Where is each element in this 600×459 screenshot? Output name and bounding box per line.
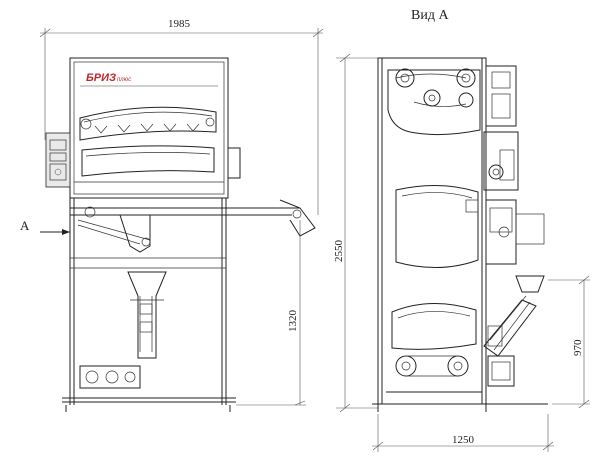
dimension-outlet-height: 970: [572, 339, 584, 356]
height-dimension: 2550: [333, 53, 378, 413]
brand-logo: БРИЗ: [86, 72, 116, 84]
view-arrow-label: А: [20, 218, 30, 233]
dimension-total-height: 2550: [333, 240, 345, 263]
brand-suffix: плюс: [117, 77, 131, 83]
dimension-total-width: 1985: [168, 18, 191, 30]
front-view: 1985 БРИЗ плюс: [20, 18, 324, 412]
side-view: Вид А: [372, 8, 590, 452]
view-title: Вид А: [411, 8, 449, 23]
dimension-side-width: 1250: [452, 434, 475, 446]
dimension-feed-height: 1320: [287, 310, 299, 333]
